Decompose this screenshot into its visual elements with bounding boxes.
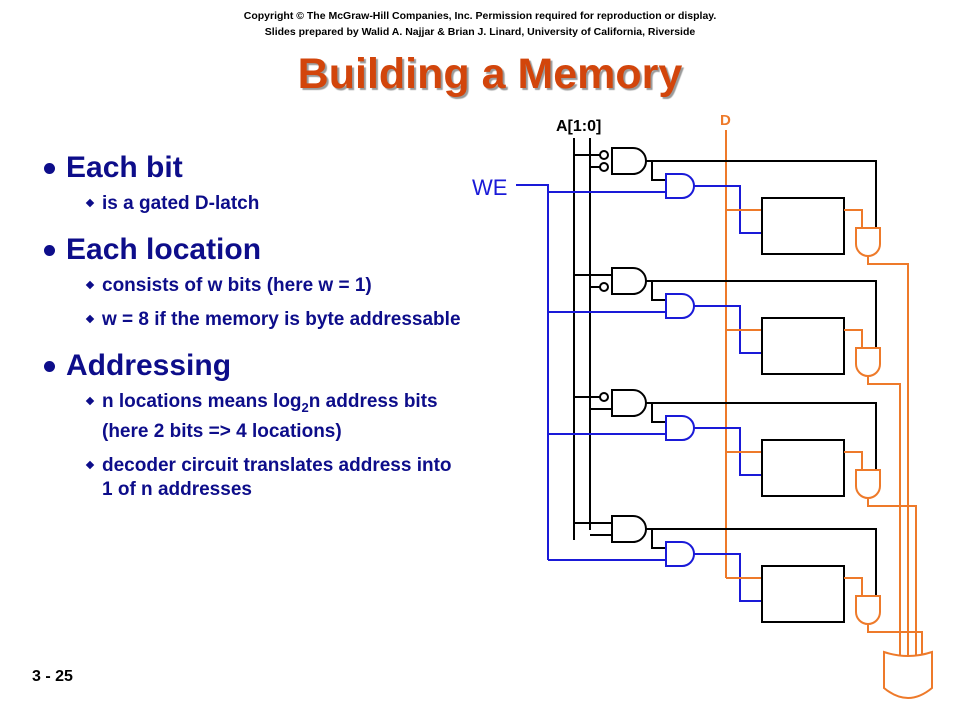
bullet-each-location: Each location: [44, 232, 464, 268]
bullet-dot-icon: [44, 163, 55, 174]
output-wire: [867, 498, 917, 656]
select-line: [652, 528, 877, 596]
bullet-dot-icon: [44, 361, 55, 372]
inverter-bubble: [599, 150, 609, 160]
output-and-gate: [855, 227, 881, 257]
output-wire: [867, 376, 901, 656]
write-and-gate: [665, 541, 695, 567]
output-and-gate: [855, 469, 881, 499]
sub-bullet: decoder circuit translates address into …: [44, 454, 464, 502]
circuit-wires: [516, 130, 933, 699]
address-label: A[1:0]: [556, 118, 601, 135]
bullet-each-bit: Each bit: [44, 150, 464, 186]
decoder-output: [646, 528, 666, 549]
decoder-output: [646, 402, 666, 423]
decoder-output: [646, 160, 666, 181]
sub-bullet: consists of w bits (here w = 1): [44, 274, 464, 298]
sub-bullet: n locations means log2n address bits (he…: [44, 390, 464, 444]
select-line: [652, 402, 877, 470]
output-or-gate: [883, 650, 933, 699]
bullet-addressing: Addressing: [44, 348, 464, 384]
decoder-output: [646, 280, 666, 301]
decoder-and-gate: [611, 389, 647, 417]
latch-output: [844, 577, 863, 596]
output-and-gate: [855, 347, 881, 377]
write-and-gate: [665, 173, 695, 199]
select-line: [652, 160, 877, 228]
output-wire: [867, 256, 909, 656]
sub-bullet: is a gated D-latch: [44, 192, 464, 216]
copyright-line-2: Slides prepared by Walid A. Najjar & Bri…: [264, 26, 696, 38]
d-latch-box: [761, 439, 845, 497]
inverter-bubble: [599, 282, 609, 292]
page-number: 3 - 25: [32, 668, 73, 685]
d-latch-box: [761, 317, 845, 375]
bullet-list: Each bit is a gated D-latch Each locatio…: [44, 150, 464, 512]
sub-bullet: w = 8 if the memory is byte addressable: [44, 308, 464, 332]
output-wire: [867, 624, 923, 656]
latch-output: [844, 329, 863, 348]
we-bus: [516, 184, 549, 560]
latch-output: [844, 209, 863, 228]
d-latch-box: [761, 565, 845, 623]
inverter-bubble: [599, 392, 609, 402]
d-latch-box: [761, 197, 845, 255]
slide-title: Building a Memory: [297, 50, 683, 98]
decoder-and-gate: [611, 147, 647, 175]
write-and-gate: [665, 293, 695, 319]
decoder-and-gate: [611, 515, 647, 543]
decoder-and-gate: [611, 267, 647, 295]
write-and-gate: [665, 415, 695, 441]
data-label: D: [720, 112, 731, 129]
output-and-gate: [855, 595, 881, 625]
copyright-notice: Copyright © The McGraw-Hill Companies, I…: [0, 8, 960, 40]
bullet-dot-icon: [44, 245, 55, 256]
latch-output: [844, 451, 863, 470]
write-enable-label: WE: [472, 175, 507, 200]
copyright-line-1: Copyright © The McGraw-Hill Companies, I…: [243, 10, 717, 22]
select-line: [652, 280, 877, 348]
inverter-bubble: [599, 162, 609, 172]
